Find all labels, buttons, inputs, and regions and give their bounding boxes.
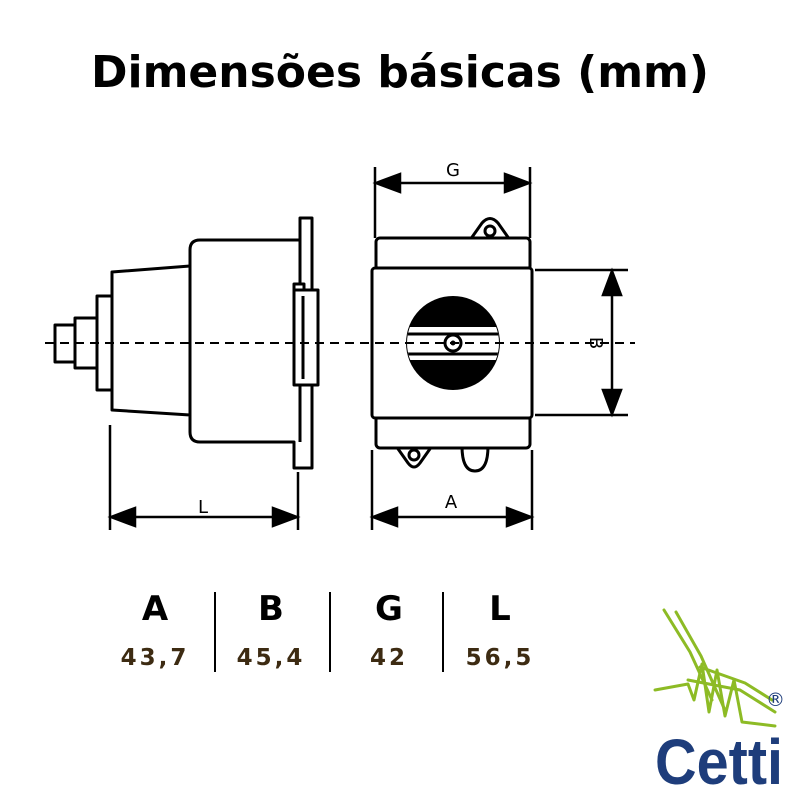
dimension-a-arrow-right — [505, 506, 535, 528]
dimension-l-arrow-right — [271, 506, 301, 528]
bottom-bump — [460, 444, 490, 473]
bottom-band — [374, 414, 532, 450]
logo-wordmark: Cetti — [655, 726, 783, 798]
table-header-a: A — [141, 589, 169, 629]
dimension-l — [107, 425, 301, 530]
dimension-b — [535, 267, 628, 418]
table-value-a: 43,7 — [120, 645, 190, 671]
table-header-g: G — [375, 589, 403, 629]
dimension-b-arrow-top — [601, 267, 623, 297]
table-header-l: L — [489, 589, 511, 629]
dimension-l-label: L — [198, 497, 208, 518]
table-divider — [442, 592, 444, 672]
dimension-l-arrow-left — [107, 506, 137, 528]
table-header-b: B — [258, 589, 284, 629]
table-value-l: 56,5 — [465, 645, 535, 671]
logo-signal-icon — [653, 608, 777, 728]
dimension-g — [372, 167, 533, 238]
table-divider — [329, 592, 331, 672]
table-value-g: 42 — [369, 645, 408, 671]
table-divider — [214, 592, 216, 672]
dimension-g-arrow-left — [372, 172, 402, 194]
dimension-a-arrow-left — [369, 506, 399, 528]
page-title: Dimensões básicas (mm) — [90, 47, 710, 98]
dimension-g-arrow-right — [503, 172, 533, 194]
top-band — [374, 236, 532, 272]
dimension-a — [369, 450, 535, 530]
table-value-b: 45,4 — [236, 645, 306, 671]
top-terminal-screw — [483, 224, 497, 238]
bottom-terminal-screw — [407, 448, 421, 462]
dimension-b-label: B — [585, 337, 606, 349]
dimension-b-arrow-bottom — [601, 388, 623, 418]
side-view-knob — [292, 288, 320, 387]
registered-mark: ® — [766, 689, 785, 711]
brand-logo: Cetti ® — [653, 608, 785, 798]
dimension-g-label: G — [446, 160, 460, 181]
dimension-a-label: A — [445, 492, 458, 513]
